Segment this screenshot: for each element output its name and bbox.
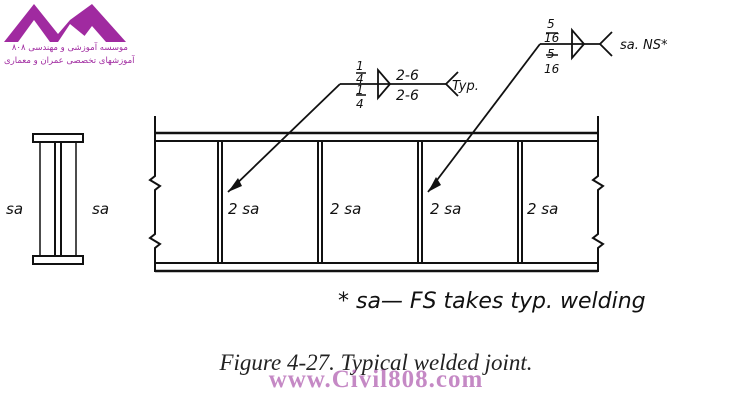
stiffener-label-1: 2 sa	[228, 200, 259, 218]
weld2-size-top-num: 5	[547, 17, 555, 31]
footnote: * sa— FS takes typ. welding	[338, 289, 646, 314]
logo-name: موسسه آموزشی و مهندسی ۸۰۸	[11, 43, 128, 53]
weld1-size-top-den: 4	[356, 72, 364, 86]
logo-mountains-icon	[4, 4, 126, 42]
watermark: www.Civil808.com	[268, 366, 484, 393]
stiffener-label-3: 2 sa	[430, 200, 461, 218]
section-right-label: sa	[92, 200, 109, 218]
weld2-tail-note: sa. NS*	[620, 38, 668, 53]
beam-elevation	[148, 116, 605, 273]
weld1-size-top-num: 1	[356, 59, 364, 73]
weld1-tail-note: Typ.	[452, 79, 479, 94]
weld2-size-bottom-num: 5	[547, 47, 555, 61]
weld2-size-bottom-den: 16	[544, 62, 560, 76]
weld1-length-top: 2-6	[396, 68, 419, 84]
figure-caption: Figure 4-27. Typical welded joint.	[219, 350, 533, 375]
weld1-size-bottom-den: 4	[356, 97, 364, 111]
weld2-size-top-den: 16	[544, 31, 560, 45]
logo: موسسه آموزشی و مهندسی ۸۰۸ آموزشهای تخصصی…	[0, 0, 135, 80]
section-left-label: sa	[6, 200, 23, 218]
weld-symbol-1	[227, 67, 459, 193]
logo-tagline: آموزشهای تخصصی عمران و معماری	[4, 56, 135, 66]
weld1-length-bottom: 2-6	[396, 88, 419, 104]
stiffeners	[217, 141, 523, 263]
stiffener-label-4: 2 sa	[527, 200, 558, 218]
weld-symbol-2	[427, 27, 613, 193]
weld1-size-bottom-num: 1	[356, 83, 364, 97]
stiffener-label-2: 2 sa	[330, 200, 361, 218]
beam-section-view	[32, 133, 84, 265]
